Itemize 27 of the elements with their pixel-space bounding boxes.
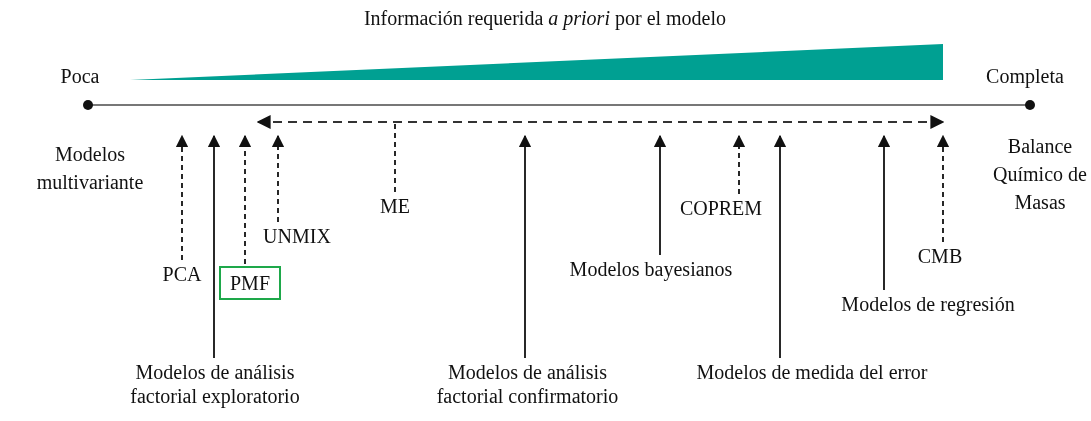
arrow <box>271 134 285 223</box>
group-label: Modelos multivariante <box>35 142 145 195</box>
scale-end-label: Completa <box>985 64 1065 90</box>
category-label: Modelos bayesianos <box>545 257 757 281</box>
arrow <box>238 134 252 265</box>
category-label: Modelos de regresión <box>818 292 1038 316</box>
model-label: ME <box>372 194 418 218</box>
arrow <box>653 134 667 256</box>
group-label: Balance Químico de Masas <box>992 134 1088 215</box>
connector-line <box>394 122 396 193</box>
title: Información requerida a priori por el modelo <box>362 6 728 30</box>
arrow <box>207 134 221 359</box>
arrow <box>732 134 746 195</box>
category-label: Modelos de medida del error <box>664 360 960 384</box>
scale-end-label: Poca <box>59 64 101 89</box>
model-label: PCA <box>150 262 214 286</box>
arrow <box>877 134 891 291</box>
model-label: CMB <box>908 244 972 268</box>
model-label: PMF <box>219 266 281 300</box>
arrow <box>175 134 189 261</box>
category-label: Modelos de análisis factorial confirmatorio <box>420 360 635 408</box>
arrow <box>773 134 787 359</box>
model-label: UNMIX <box>252 224 342 248</box>
category-label: Modelos de análisis factorial exploratorio <box>100 360 330 408</box>
model-label: COPREM <box>667 196 775 220</box>
arrow <box>936 134 950 243</box>
arrow <box>518 134 532 359</box>
